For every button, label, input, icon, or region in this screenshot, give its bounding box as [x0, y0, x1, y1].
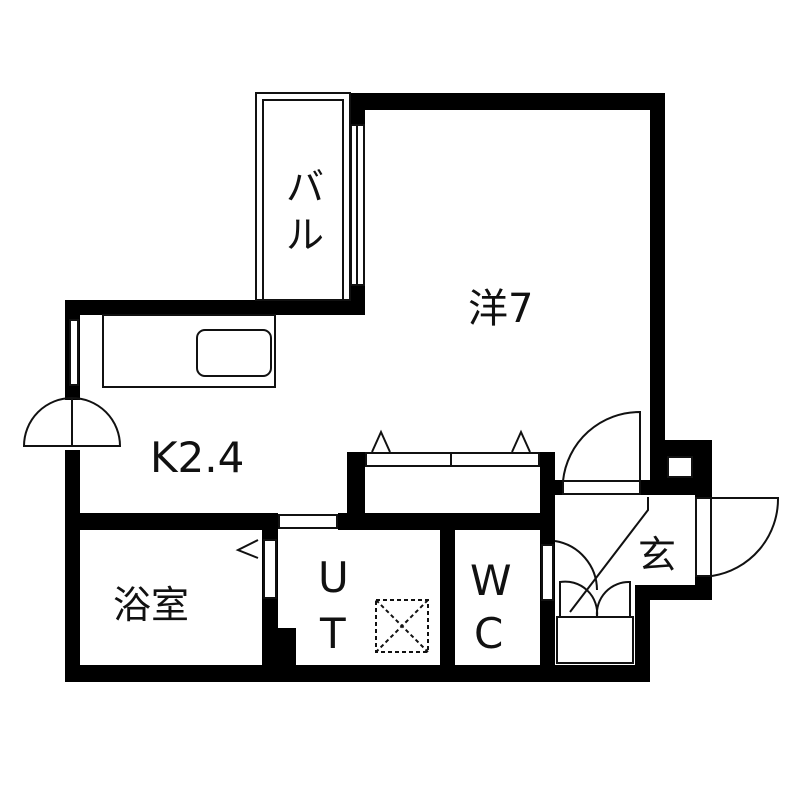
room-label-western: 洋7 — [468, 286, 533, 332]
room-label-kitchen: K2.4 — [150, 433, 244, 482]
room-label-bath: 浴室 — [113, 583, 189, 627]
room-label-toilet-top: W — [470, 556, 512, 605]
room-label-entrance: 玄 — [638, 533, 676, 577]
openings — [69, 124, 712, 664]
room-label-utility-top: U — [318, 553, 349, 602]
room-label-balcony-top: バ — [286, 165, 324, 209]
room-label-utility-bottom: T — [319, 609, 346, 658]
fixtures — [22, 92, 780, 653]
room-label-balcony-bottom: ル — [286, 213, 324, 257]
room-label-toilet-bottom: C — [474, 609, 503, 658]
